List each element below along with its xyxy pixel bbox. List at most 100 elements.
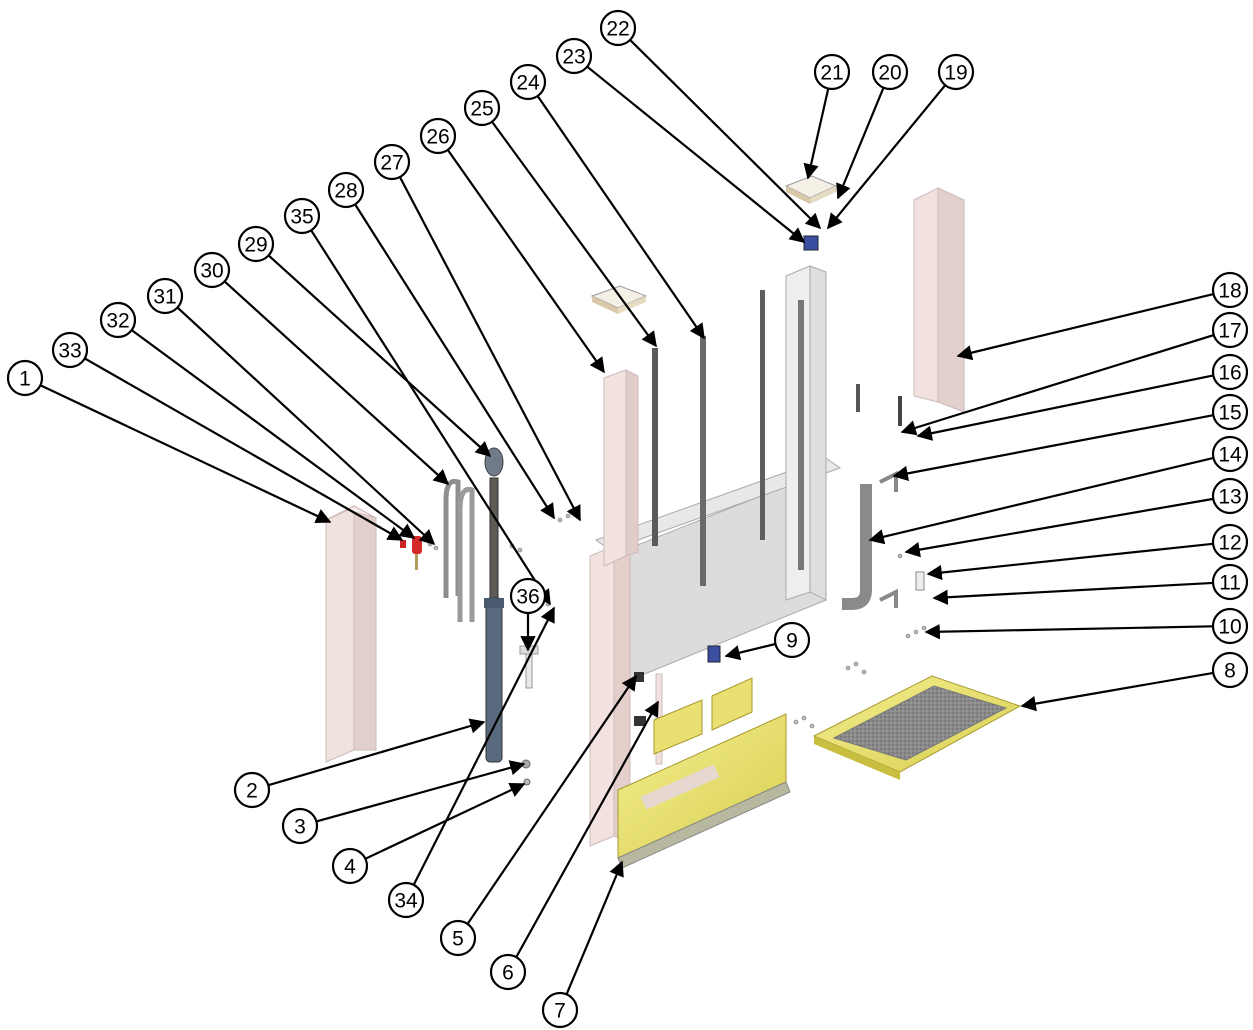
callout-circle — [1211, 353, 1249, 391]
leader-line-27 — [398, 176, 581, 522]
callout-number: 33 — [58, 340, 81, 363]
leader-line-10 — [924, 624, 1214, 640]
callout-1: 1 — [6, 359, 44, 397]
callout-circle — [599, 9, 637, 47]
leader-line-1 — [39, 384, 332, 524]
bolt — [856, 384, 860, 412]
callout-circle — [1211, 523, 1249, 561]
cap-plate-2 — [590, 285, 648, 314]
blue-switch — [707, 645, 721, 663]
leader-line-3 — [316, 760, 526, 823]
leader-line-20 — [836, 87, 885, 200]
callout-circle — [509, 63, 547, 101]
callout-circle — [1211, 477, 1249, 515]
callout-balloons: 1234567891011121314151617181920212223242… — [6, 9, 1249, 1029]
grit-platform — [812, 675, 1022, 780]
callout-number: 11 — [1219, 572, 1241, 595]
cap-plate — [784, 175, 838, 204]
callout-number: 4 — [344, 856, 356, 879]
callout-36: 36 — [509, 577, 547, 615]
leader-line-26 — [446, 149, 605, 374]
right-cover-channel — [913, 187, 965, 413]
callout-34: 34 — [387, 881, 425, 919]
leader-line-23 — [586, 65, 806, 243]
callout-circle — [1211, 311, 1249, 349]
callout-number: 10 — [1218, 616, 1241, 639]
leader-line-30 — [223, 280, 450, 486]
leader-line-5 — [466, 674, 637, 925]
callout-circle — [1211, 271, 1249, 309]
callout-6: 6 — [489, 953, 527, 991]
callout-number: 9 — [786, 630, 798, 653]
leader-line-25 — [491, 121, 657, 348]
callout-number: 24 — [516, 72, 540, 95]
callout-28: 28 — [327, 171, 365, 209]
small-clamp — [519, 645, 539, 689]
callout-circle — [51, 331, 89, 369]
callout-3: 3 — [281, 807, 319, 845]
red-handle — [400, 536, 422, 570]
callout-number: 16 — [1218, 362, 1241, 385]
callout-number: 21 — [820, 62, 843, 85]
callout-number: 20 — [878, 62, 901, 85]
leader-line-17 — [900, 333, 1215, 436]
leader-lines — [39, 39, 1215, 995]
callout-circle — [1211, 563, 1249, 601]
leader-line-15 — [892, 414, 1214, 481]
callout-circle — [331, 847, 369, 885]
callout-circle — [233, 771, 271, 809]
callout-number: 5 — [452, 928, 464, 951]
callout-circle — [146, 277, 184, 315]
callout-number: 3 — [294, 816, 306, 839]
leader-line-8 — [1020, 671, 1214, 712]
callout-number: 28 — [334, 180, 357, 203]
callout-number: 2 — [246, 780, 258, 803]
callout-4: 4 — [331, 847, 369, 885]
callout-8: 8 — [1211, 651, 1249, 689]
leader-line-16 — [916, 374, 1214, 441]
callout-27: 27 — [373, 143, 411, 181]
callout-circle — [327, 171, 365, 209]
callout-circle — [541, 991, 579, 1029]
callout-circle — [6, 359, 44, 397]
callout-circle — [99, 301, 137, 339]
callout-29: 29 — [237, 225, 275, 263]
callout-circle — [373, 143, 411, 181]
ramp-tray — [617, 677, 791, 869]
callout-25: 25 — [463, 89, 501, 127]
leader-line-32 — [131, 329, 416, 539]
leader-line-13 — [904, 497, 1214, 558]
callout-21: 21 — [813, 53, 851, 91]
callout-circle — [419, 117, 457, 155]
callout-15: 15 — [1211, 393, 1249, 431]
leader-line-22 — [629, 39, 822, 230]
callout-circle — [555, 37, 593, 75]
callout-circle — [773, 621, 811, 659]
callout-number: 12 — [1218, 532, 1241, 555]
leader-line-31 — [176, 306, 436, 546]
leader-line-14 — [868, 456, 1214, 545]
callout-2: 2 — [233, 771, 271, 809]
callout-7: 7 — [541, 991, 579, 1029]
bent-rods — [443, 478, 475, 622]
callout-20: 20 — [871, 53, 909, 91]
callout-19: 19 — [937, 53, 975, 91]
leader-line-35 — [310, 229, 551, 606]
leader-line-34 — [412, 606, 555, 886]
callout-circle — [193, 251, 231, 289]
callout-33: 33 — [51, 331, 89, 369]
callout-12: 12 — [1211, 523, 1249, 561]
leader-line-24 — [536, 95, 705, 340]
callout-number: 19 — [944, 62, 967, 85]
callout-circle — [463, 89, 501, 127]
callout-number: 15 — [1218, 402, 1241, 425]
callout-16: 16 — [1211, 353, 1249, 391]
callout-30: 30 — [193, 251, 231, 289]
callout-14: 14 — [1211, 435, 1249, 473]
callout-circle — [387, 881, 425, 919]
callout-number: 25 — [470, 98, 493, 121]
callout-circle — [439, 919, 477, 957]
callout-22: 22 — [599, 9, 637, 47]
callout-circle — [813, 53, 851, 91]
callout-number: 8 — [1224, 660, 1236, 683]
